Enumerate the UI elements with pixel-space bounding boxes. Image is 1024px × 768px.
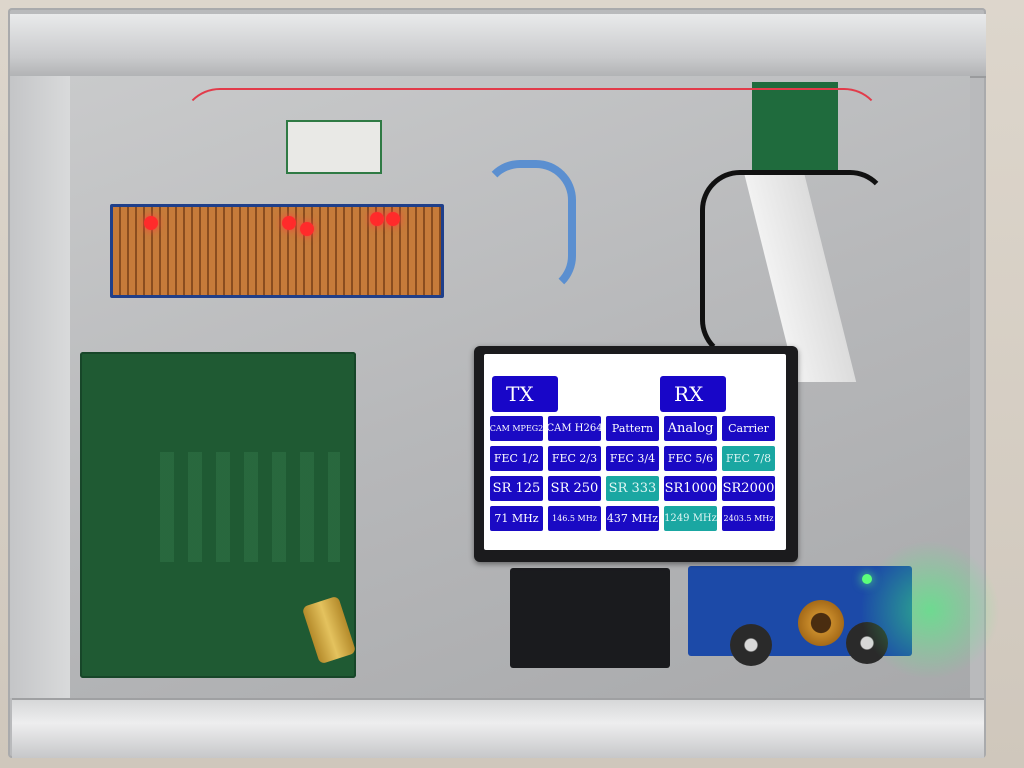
sr-1000-button[interactable]: SR1000 xyxy=(664,476,717,501)
fec-2-3-button[interactable]: FEC 2/3 xyxy=(548,446,601,471)
tx-header: TX xyxy=(492,376,558,412)
red-led-icon xyxy=(300,222,314,236)
freq-146-5-button[interactable]: 146.5 MHz xyxy=(548,506,601,531)
button-grid: CAM MPEG2 CAM H264 Pattern Analog Carrie… xyxy=(490,416,782,536)
fec-1-2-button[interactable]: FEC 1/2 xyxy=(490,446,543,471)
rj-connector-board xyxy=(286,120,382,174)
fec-7-8-button[interactable]: FEC 7/8 xyxy=(722,446,775,471)
cam-mpeg2-button[interactable]: CAM MPEG2 xyxy=(490,416,543,441)
fec-5-6-button[interactable]: FEC 5/6 xyxy=(664,446,717,471)
sr-333-button[interactable]: SR 333 xyxy=(606,476,659,501)
inductor-coil xyxy=(798,600,844,646)
black-module-board xyxy=(510,568,670,668)
sr-125-button[interactable]: SR 125 xyxy=(490,476,543,501)
red-led-icon xyxy=(370,212,384,226)
blue-cable xyxy=(480,160,576,296)
fec-3-4-button[interactable]: FEC 3/4 xyxy=(606,446,659,471)
red-wire xyxy=(180,88,884,182)
pattern-button[interactable]: Pattern xyxy=(606,416,659,441)
enclosure-bottom-rail xyxy=(12,698,984,758)
freq-71-button[interactable]: 71 MHz xyxy=(490,506,543,531)
status-glow xyxy=(860,540,1000,680)
mode-row: CAM MPEG2 CAM H264 Pattern Analog Carrie… xyxy=(490,416,782,441)
fec-row: FEC 1/2 FEC 2/3 FEC 3/4 FEC 5/6 FEC 7/8 xyxy=(490,446,782,471)
cam-h264-button[interactable]: CAM H264 xyxy=(548,416,601,441)
black-cable xyxy=(700,170,890,360)
analog-button[interactable]: Analog xyxy=(664,416,717,441)
capacitor xyxy=(730,624,772,666)
hdmi-adapter-board xyxy=(752,82,838,174)
green-status-led-icon xyxy=(862,574,872,584)
enclosure-top-rail xyxy=(10,14,986,78)
symbol-rate-row: SR 125 SR 250 SR 333 SR1000 SR2000 xyxy=(490,476,782,501)
sr-2000-button[interactable]: SR2000 xyxy=(722,476,775,501)
red-led-icon xyxy=(386,212,400,226)
carrier-button[interactable]: Carrier xyxy=(722,416,775,441)
red-led-icon xyxy=(282,216,296,230)
rx-header: RX xyxy=(660,376,726,412)
frequency-row: 71 MHz 146.5 MHz 437 MHz 1249 MHz 2403.5… xyxy=(490,506,782,531)
touchscreen: TX RX CAM MPEG2 CAM H264 Pattern Analog … xyxy=(484,354,786,550)
freq-437-button[interactable]: 437 MHz xyxy=(606,506,659,531)
enclosure-left-wall xyxy=(10,76,70,698)
sr-250-button[interactable]: SR 250 xyxy=(548,476,601,501)
freq-2403-5-button[interactable]: 2403.5 MHz xyxy=(722,506,775,531)
red-led-icon xyxy=(144,216,158,230)
freq-1249-button[interactable]: 1249 MHz xyxy=(664,506,717,531)
